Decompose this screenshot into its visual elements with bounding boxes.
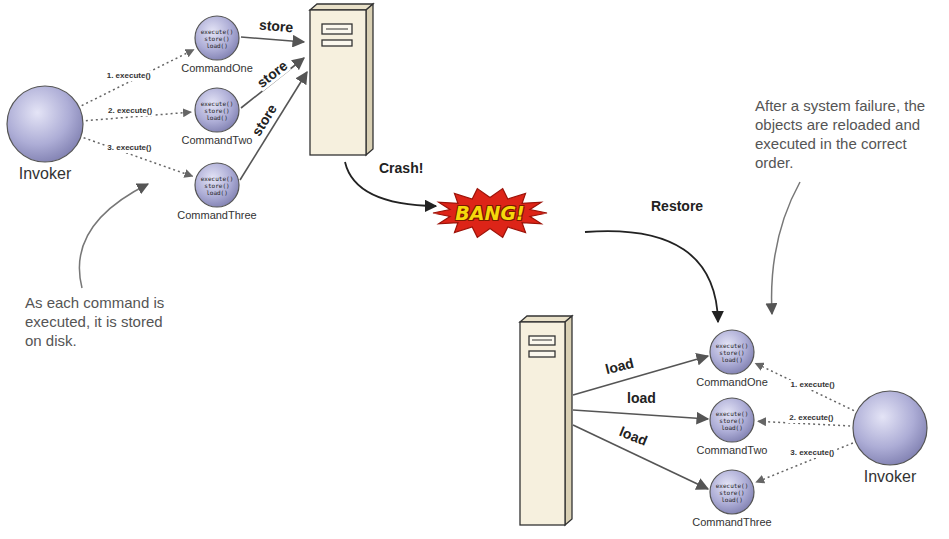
call-label: 3. execute() (788, 448, 836, 458)
node-name: CommandThree (172, 209, 262, 221)
invoker: Invoker (0, 85, 95, 183)
burst-shape: BANG! (433, 188, 547, 238)
node-text: execute() store() load() (714, 410, 750, 431)
note-leader (772, 182, 800, 314)
arrow-label: store (257, 16, 294, 35)
command: execute() store() load() CommandThree (687, 469, 777, 528)
ball-shape (852, 390, 928, 466)
ball-outline (7, 86, 83, 162)
arrow-label: load (603, 355, 637, 378)
command: execute() store() load() CommandOne (172, 15, 262, 74)
node-name: CommandOne (172, 62, 262, 74)
invoker: Invoker (840, 390, 940, 486)
ball-outline (710, 398, 754, 442)
node-text: BANG! (455, 202, 524, 224)
arrow-label: Restore (650, 198, 704, 214)
arrow-label: Crash! (378, 160, 424, 176)
command: execute() store() load() CommandTwo (687, 397, 777, 456)
ball-outline (195, 16, 239, 60)
call-label: 1. execute() (105, 71, 153, 81)
ball-shape: execute() store() load() (194, 162, 240, 208)
command: execute() store() load() CommandThree (172, 162, 262, 221)
execute-call (755, 363, 854, 410)
call-label: 2. execute() (106, 106, 154, 116)
execute-call (82, 50, 194, 106)
command: execute() store() load() CommandTwo (172, 87, 262, 146)
ball-outline (853, 391, 927, 465)
arrow-label: load (616, 423, 651, 449)
node-text: execute() store() load() (199, 28, 235, 49)
ball-shape: execute() store() load() (194, 15, 240, 61)
load-arrow (573, 356, 708, 489)
call-label: 2. execute() (787, 413, 835, 423)
ball-outline (710, 470, 754, 514)
node-text: execute() store() load() (199, 175, 235, 196)
shape-outline (6, 85, 84, 163)
annotation-note: As each command is executed, it is store… (25, 293, 170, 350)
node-text: execute() store() load() (714, 482, 750, 503)
store-arrow (240, 37, 307, 180)
arrow-label: store (248, 100, 281, 139)
ball-shape: execute() store() load() (709, 397, 755, 443)
command: execute() store() load() CommandOne (687, 329, 777, 388)
node-name: Invoker (0, 165, 95, 183)
bang-burst: BANG! (433, 188, 547, 238)
server-tower (310, 4, 373, 155)
server-tower (520, 316, 572, 525)
arrow-label: load (626, 390, 657, 406)
note-leader (79, 184, 148, 288)
ball-outline (195, 163, 239, 207)
ball-shape: execute() store() load() (709, 469, 755, 515)
ball-shape: execute() store() load() (709, 329, 755, 375)
node-name: CommandTwo (687, 444, 777, 456)
ball-shape (6, 85, 84, 163)
ball-outline (195, 88, 239, 132)
ball-shape: execute() store() load() (194, 87, 240, 133)
node-name: CommandOne (687, 376, 777, 388)
node-text: execute() store() load() (199, 100, 235, 121)
burst-outline (433, 189, 547, 238)
shape-outline (852, 390, 928, 466)
call-label: 1. execute() (789, 380, 837, 390)
arrow-label: store (253, 57, 291, 92)
execute-call (84, 138, 193, 177)
execute-call (756, 443, 853, 482)
annotation-note: After a system failure, the objects are … (755, 96, 943, 172)
node-name: CommandTwo (172, 134, 262, 146)
node-name: CommandThree (687, 516, 777, 528)
node-text: execute() store() load() (714, 342, 750, 363)
ball-outline (710, 330, 754, 374)
restore-arrow (585, 231, 718, 322)
node-name: Invoker (840, 468, 940, 486)
call-label: 3. execute() (105, 143, 153, 153)
